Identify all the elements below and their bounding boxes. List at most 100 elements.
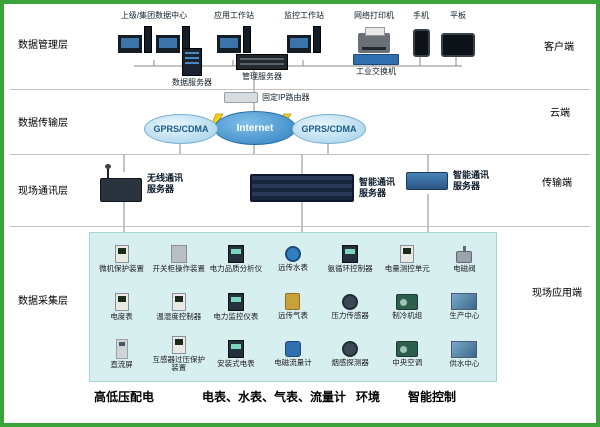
comm-server-icon bbox=[406, 171, 448, 190]
device-item: 互感器过压保护装置 bbox=[150, 331, 207, 378]
device-label: 生产中心 bbox=[449, 311, 480, 321]
device-label: 安装式电表 bbox=[217, 359, 255, 368]
cloud-label: Internet bbox=[236, 122, 274, 134]
layer-label-management: 数据管理层 bbox=[18, 40, 68, 51]
device-item: 安装式电表 bbox=[207, 331, 264, 378]
gprs-cloud-left: GPRS/CDMA bbox=[144, 114, 218, 144]
device-label: 上级/集团数据中心 bbox=[120, 11, 188, 20]
device-item: 压力传感器 bbox=[322, 283, 379, 330]
phone-icon bbox=[412, 29, 430, 57]
device-label: 电力品质分析仪 bbox=[209, 264, 263, 274]
meter-icon bbox=[114, 245, 129, 264]
gprs-cloud-right: GPRS/CDMA bbox=[292, 114, 366, 144]
cloud-label: GPRS/CDMA bbox=[301, 124, 357, 134]
tablet-icon bbox=[441, 33, 475, 57]
device-label: 电磁流量计 bbox=[274, 358, 312, 367]
router-label: 固定IP路由器 bbox=[262, 93, 310, 102]
client-device-datacenter: 上级/集团数据中心 bbox=[107, 10, 201, 53]
device-label: 开关柜操作装置 bbox=[152, 264, 205, 274]
monitor-meter-icon bbox=[227, 292, 244, 311]
server-label: 数据服务器 bbox=[172, 78, 212, 87]
device-label: 温湿度控制器 bbox=[156, 311, 202, 321]
internet-cloud: Internet bbox=[214, 111, 296, 145]
layer-divider bbox=[10, 154, 590, 155]
side-label-client: 客户端 bbox=[544, 42, 574, 53]
compressor-icon bbox=[396, 293, 419, 310]
device-label: 供水中心 bbox=[449, 358, 480, 368]
device-item: 制冷机组 bbox=[379, 283, 436, 330]
side-label-transport: 传输端 bbox=[542, 178, 572, 189]
switch-icon bbox=[353, 54, 399, 65]
comm-label: 智能通讯服务器 bbox=[453, 170, 490, 191]
server-icon bbox=[182, 48, 202, 76]
dc-panel-icon bbox=[115, 339, 128, 359]
device-item: 开关柜操作装置 bbox=[150, 236, 207, 283]
device-label: 电度表 bbox=[110, 311, 133, 321]
device-item: 电度表 bbox=[93, 283, 150, 330]
category-label-smart-control: 智能控制 bbox=[408, 390, 457, 404]
device-label: 中央空调 bbox=[392, 358, 423, 367]
device-label: 手机 bbox=[413, 11, 429, 20]
water-meter-icon bbox=[284, 246, 301, 263]
protection-device-icon bbox=[171, 335, 186, 354]
device-item: 氨循环控制器 bbox=[322, 236, 379, 283]
layer-divider bbox=[10, 226, 590, 227]
smart-comm-server-rack: 智能通讯服务器 bbox=[250, 174, 399, 202]
facility-photo-icon bbox=[451, 293, 478, 311]
category-label-power: 高低压配电 bbox=[94, 390, 155, 404]
layer-label-fieldcomm: 现场通讯层 bbox=[18, 186, 68, 197]
device-label: 远传水表 bbox=[277, 263, 308, 273]
computer-icon bbox=[118, 23, 152, 53]
controller-icon bbox=[342, 245, 359, 264]
device-label: 直流屏 bbox=[110, 360, 133, 369]
device-item: 温湿度控制器 bbox=[150, 283, 207, 330]
controller-icon bbox=[171, 292, 186, 311]
layer-label-acquisition: 数据采集层 bbox=[18, 296, 68, 307]
meter-icon bbox=[400, 245, 415, 264]
pressure-sensor-icon bbox=[342, 293, 359, 310]
cloud-label: GPRS/CDMA bbox=[153, 124, 209, 134]
device-label: 电力监控仪表 bbox=[213, 311, 259, 321]
device-item: 中央空调 bbox=[379, 331, 436, 378]
device-label: 制冷机组 bbox=[392, 310, 423, 320]
device-label: 烟感探测器 bbox=[331, 358, 369, 367]
hvac-icon bbox=[396, 341, 419, 357]
computer-icon bbox=[287, 23, 321, 53]
meter-icon bbox=[114, 292, 129, 311]
server-label: 管理服务器 bbox=[242, 72, 282, 81]
device-label: 氨循环控制器 bbox=[327, 264, 373, 274]
device-label: 远传气表 bbox=[277, 311, 308, 321]
client-device-monitor-workstation: 监控工作站 bbox=[274, 10, 334, 53]
device-label: 压力传感器 bbox=[331, 310, 369, 320]
device-item: 生产中心 bbox=[436, 283, 493, 330]
gas-meter-icon bbox=[285, 293, 301, 311]
category-label-meters: 电表、水表、气表、流量计 bbox=[202, 390, 347, 404]
device-item: 微机保护装置 bbox=[93, 236, 150, 283]
switch-label: 工业交换机 bbox=[356, 67, 396, 76]
device-item: 电量测控单元 bbox=[379, 236, 436, 283]
device-label: 微机保护装置 bbox=[99, 264, 145, 274]
computer-icon bbox=[156, 23, 190, 53]
device-item: 电力品质分析仪 bbox=[207, 236, 264, 283]
comm-label: 智能通讯服务器 bbox=[359, 177, 396, 198]
smoke-detector-icon bbox=[342, 341, 359, 357]
device-item: 电力监控仪表 bbox=[207, 283, 264, 330]
device-label: 电磁阀 bbox=[453, 263, 476, 273]
device-item: 供水中心 bbox=[436, 331, 493, 378]
device-item: 远传水表 bbox=[264, 236, 321, 283]
management-server: 管理服务器 bbox=[234, 54, 290, 82]
panel-meter-icon bbox=[227, 340, 244, 358]
computer-icon bbox=[217, 23, 251, 53]
device-label: 监控工作站 bbox=[284, 11, 324, 20]
device-label: 互感器过压保护装置 bbox=[152, 354, 205, 373]
side-label-fieldapp: 现场应用端 bbox=[532, 288, 582, 299]
smart-comm-server: 智能通讯服务器 bbox=[406, 170, 493, 192]
comm-label: 无线通讯服务器 bbox=[147, 173, 184, 194]
category-label-environment: 环境 bbox=[356, 390, 381, 404]
device-item: 直流屏 bbox=[93, 331, 150, 378]
device-item: 远传气表 bbox=[264, 283, 321, 330]
flowmeter-icon bbox=[284, 341, 301, 357]
client-device-tablet: 平板 bbox=[440, 10, 476, 57]
wireless-server-icon bbox=[100, 164, 142, 202]
